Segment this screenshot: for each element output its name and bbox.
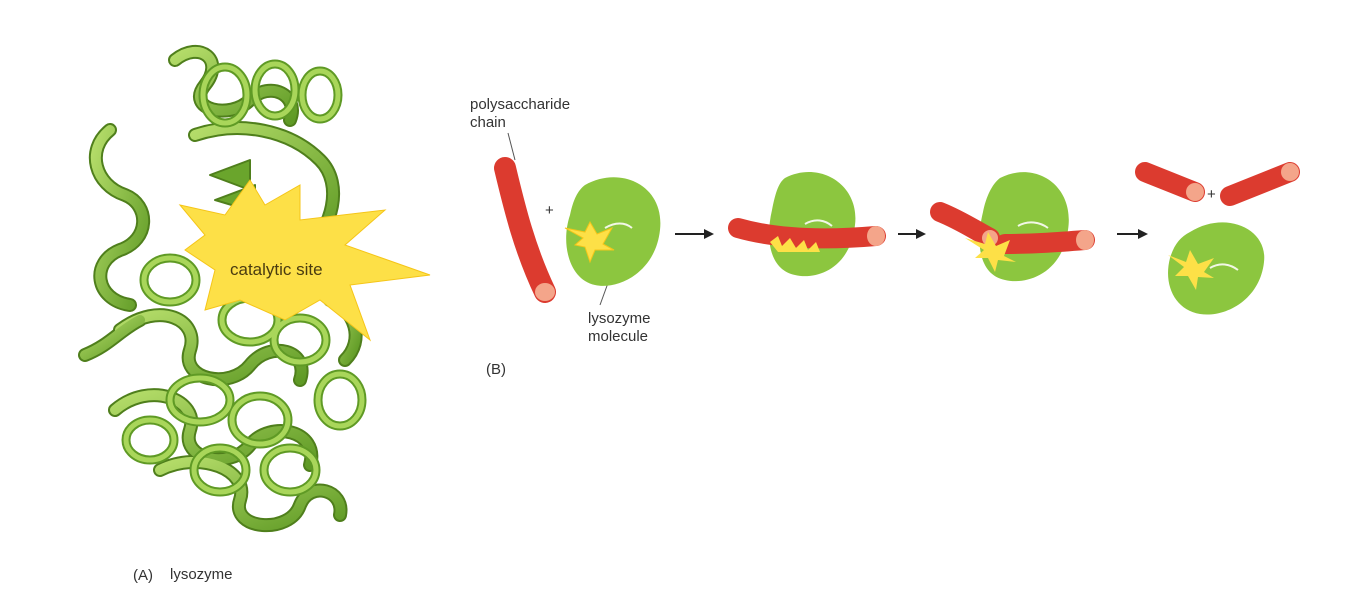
panel-b-letter: (B) <box>486 361 506 378</box>
chain-label-line-1: polysaccharide <box>470 96 571 113</box>
cleaved-chain-right <box>1220 162 1300 206</box>
panel-a-letter: (A) <box>133 567 153 584</box>
lysozyme-ribbon-structure <box>78 44 367 532</box>
catalytic-site-star <box>178 179 431 342</box>
reaction-arrow-2 <box>898 229 926 239</box>
reaction-arrow-3 <box>1117 229 1148 239</box>
reaction-arrow-1 <box>675 229 714 239</box>
lysozyme-molecule <box>564 177 661 286</box>
enzyme-substrate-complex <box>728 172 886 277</box>
plus-sign-1: + <box>545 202 554 219</box>
polysaccharide-chain <box>494 157 556 303</box>
catalytic-site-label: catalytic site <box>230 260 323 279</box>
enzyme-label-line-1: lysozyme <box>588 310 651 327</box>
cleaved-chain-left <box>1135 162 1205 202</box>
plus-sign-2: + <box>1207 186 1216 203</box>
chain-label-line-2: chain <box>470 114 506 131</box>
bent-chain-complex <box>930 172 1095 282</box>
enzyme-label-line-2: molecule <box>588 328 649 345</box>
panel-a-caption: lysozyme <box>170 566 233 583</box>
released-lysozyme <box>1168 222 1265 315</box>
chain-leader-line <box>507 132 516 161</box>
